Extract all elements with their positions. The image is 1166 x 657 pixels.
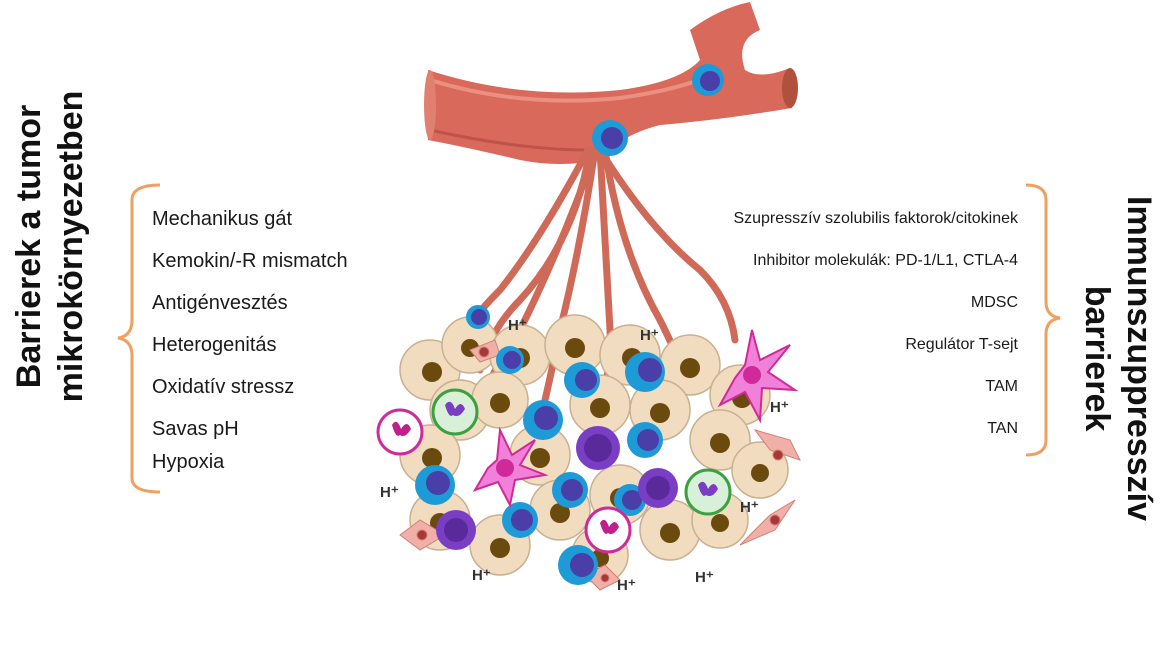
barrier-item: Heterogenitás — [152, 324, 348, 366]
proton-label: H⁺ — [508, 317, 527, 334]
immunosuppressive-barrier-list: Szupresszív szolubilis faktorok/citokine… — [733, 198, 1018, 450]
proton-label: H⁺ — [740, 499, 759, 516]
barrier-item: Hypoxia — [152, 450, 348, 474]
barrier-item: Savas pH — [152, 408, 348, 450]
barrier-item: Oxidatív stressz — [152, 366, 348, 408]
proton-label: H⁺ — [380, 484, 399, 501]
immunosuppressive-item: TAM — [733, 366, 1018, 408]
proton-label: H⁺ — [695, 569, 714, 586]
right-bracket — [1026, 185, 1060, 455]
proton-label: H⁺ — [617, 577, 636, 594]
barrier-item: Mechanikus gát — [152, 198, 348, 240]
proton-label: H⁺ — [640, 327, 659, 344]
immunosuppressive-item: TAN — [733, 408, 1018, 450]
barrier-item: Kemokin/-R mismatch — [152, 240, 348, 282]
immunosuppressive-item: Szupresszív szolubilis faktorok/citokine… — [733, 198, 1018, 240]
proton-label: H⁺ — [472, 567, 491, 584]
barrier-item: Antigénvesztés — [152, 282, 348, 324]
immunosuppressive-item: Regulátor T-sejt — [733, 324, 1018, 366]
immunosuppressive-item: Inhibitor molekulák: PD-1/L1, CTLA-4 — [733, 240, 1018, 282]
tumor-barrier-list: Mechanikus gát Kemokin/-R mismatch Antig… — [152, 198, 348, 474]
immunosuppressive-item: MDSC — [733, 282, 1018, 324]
